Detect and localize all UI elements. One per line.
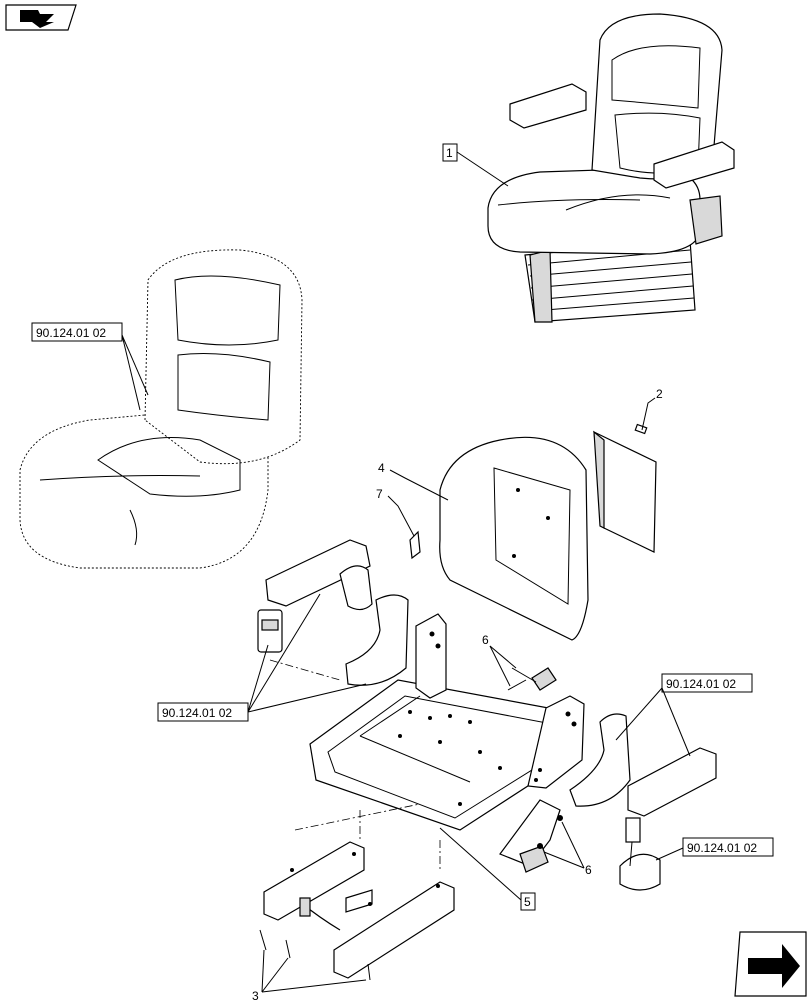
ref-label-ghost-seat: 90.124.01 02 — [36, 326, 106, 340]
leader-line-6c — [561, 821, 585, 869]
clip-part — [409, 530, 421, 560]
callout-label-1: 1 — [446, 146, 453, 160]
leader-line-belt — [655, 847, 684, 861]
leader-line-right-b — [661, 687, 691, 757]
leader-line-left-a — [247, 644, 269, 713]
leader-line-ghost-b — [121, 334, 149, 396]
ref-label-left-armrest: 90.124.01 02 — [162, 706, 232, 720]
leader-line-ghost-a — [121, 334, 141, 411]
leader-line-1 — [456, 151, 509, 187]
adjustment-knob-part — [507, 667, 557, 691]
leader-line-7 — [387, 495, 415, 537]
ref-label-belt: 90.124.01 02 — [687, 841, 757, 855]
callout-label-5: 5 — [524, 895, 531, 909]
dash-line-rail-a — [294, 803, 421, 831]
complete-seat-illustration — [487, 13, 735, 323]
ref-box-right-armrest[interactable] — [661, 673, 753, 693]
leader-line-6a — [489, 645, 517, 669]
dash-line-left-belt — [269, 659, 341, 681]
callout-label-2: 2 — [656, 387, 663, 401]
lever-part — [499, 799, 563, 873]
seat-belt-retractor-part — [619, 817, 661, 891]
callout-label-6-lower: 6 — [585, 863, 592, 877]
callout-label-3: 3 — [252, 989, 259, 1000]
leader-line-left-b — [247, 593, 321, 713]
ref-box-ghost-seat[interactable] — [31, 322, 123, 342]
seat-frame-part — [309, 613, 585, 831]
leader-line-3b — [261, 957, 289, 993]
ref-label-right-armrest: 90.124.01 02 — [666, 677, 736, 691]
rail-bolts — [259, 929, 371, 981]
leader-line-6b — [489, 645, 511, 687]
callout-label-6-upper: 6 — [482, 633, 489, 647]
left-armrest-part — [257, 539, 409, 686]
leader-line-4 — [389, 469, 449, 501]
leader-line-3a — [261, 949, 265, 993]
right-armrest-part — [569, 713, 717, 817]
leader-line-2 — [641, 397, 656, 431]
callout-label-4: 4 — [378, 461, 385, 475]
leader-line-left-c — [247, 683, 367, 713]
backrest-shell-part — [439, 436, 589, 641]
leader-line-right-a — [615, 687, 663, 741]
slide-rails-part — [263, 841, 455, 979]
nav-back-icon[interactable] — [5, 4, 77, 31]
callout-box-5[interactable] — [520, 892, 536, 911]
back-panel-part — [593, 423, 657, 553]
leader-line-5 — [439, 827, 522, 901]
ref-box-belt[interactable] — [682, 837, 774, 857]
ghost-seat-illustration — [19, 249, 303, 569]
callout-label-7: 7 — [376, 487, 383, 501]
nav-next-icon[interactable] — [734, 931, 807, 997]
leader-line-6d — [543, 851, 585, 869]
leader-line-3c — [261, 979, 367, 993]
